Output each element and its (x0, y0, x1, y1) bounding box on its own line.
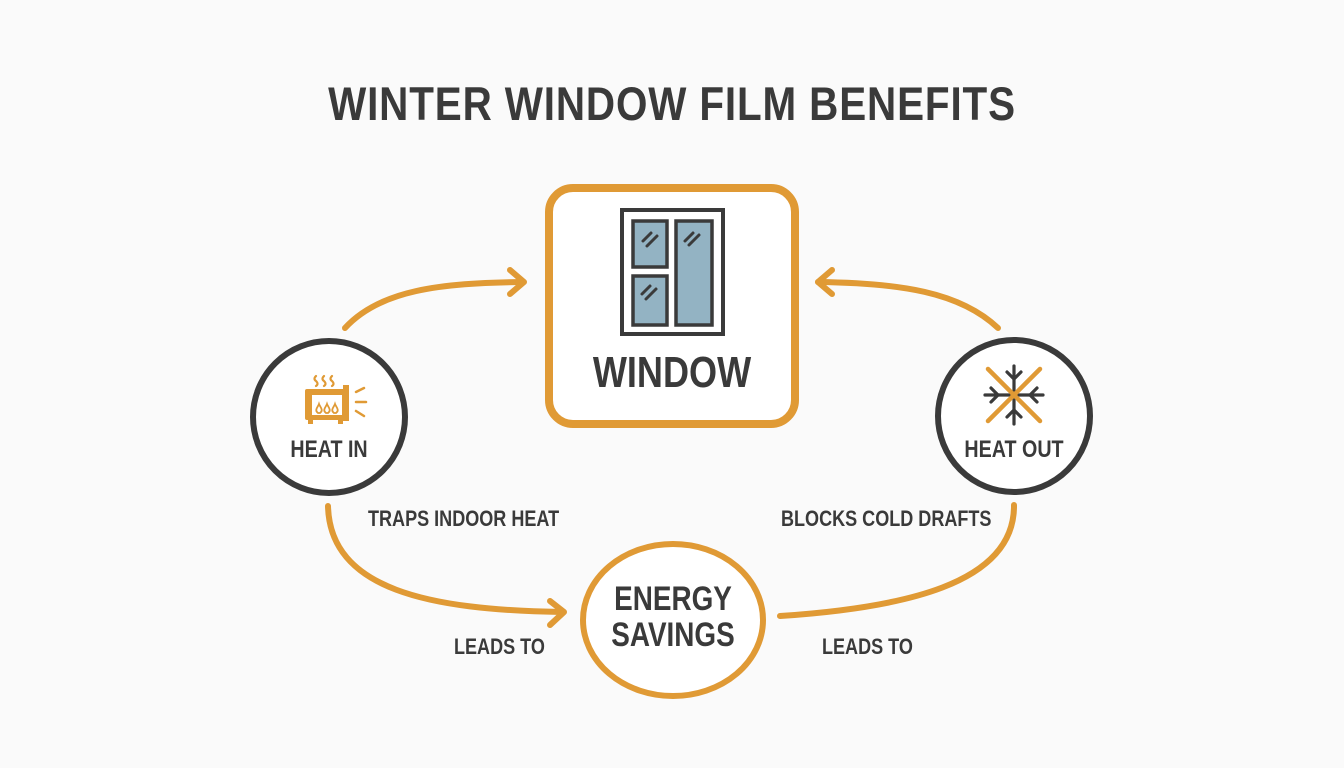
diagram-title: WINTER WINDOW FILM BENEFITS (328, 77, 1016, 130)
arrow-heat-out-to-energy (777, 502, 1018, 619)
heat-out-node (935, 337, 1093, 495)
energy-label-line1: ENERGY (614, 580, 732, 618)
heat-in-label: HEAT IN (290, 436, 368, 463)
window-icon (620, 208, 725, 336)
energy-savings-label: ENERGY SAVINGS (599, 581, 747, 653)
leads-to-left-label: LEADS TO (454, 634, 545, 659)
leads-to-right-label: LEADS TO (822, 634, 913, 659)
heater-icon (305, 374, 368, 424)
arrow-heat-in-to-window (342, 267, 527, 331)
energy-label-line2: SAVINGS (611, 616, 735, 654)
traps-indoor-heat-label: TRAPS INDOOR HEAT (368, 506, 560, 531)
heat-out-label: HEAT OUT (964, 436, 1064, 463)
energy-savings-node (580, 541, 766, 699)
window-node (545, 184, 799, 428)
crossed-snowflake-icon (983, 364, 1045, 426)
blocks-cold-drafts-label: BLOCKS COLD DRAFTS (781, 506, 992, 531)
arrow-heat-out-to-window (815, 267, 1001, 331)
arrow-heat-in-to-energy (325, 503, 567, 628)
heat-in-node (250, 338, 408, 496)
window-label: WINDOW (592, 348, 752, 397)
